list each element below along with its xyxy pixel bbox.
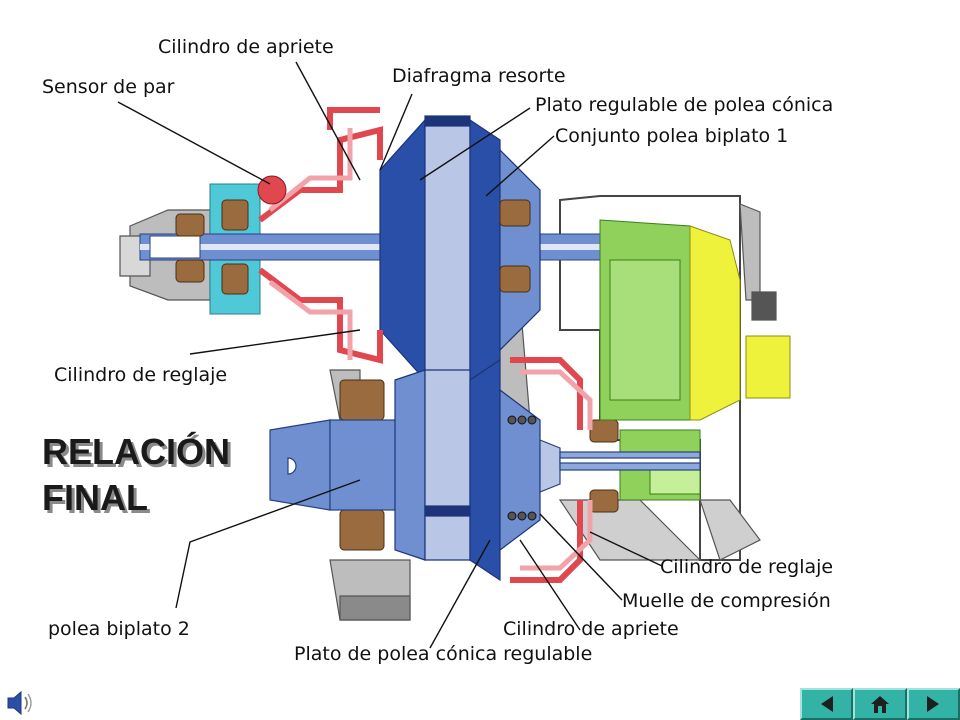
label-polea-biplato-2: polea biplato 2	[48, 618, 190, 640]
label-plato-polea-conica: Plato de polea cónica regulable	[294, 643, 593, 665]
label-cilindro-reglaje-left: Cilindro de reglaje	[54, 364, 228, 386]
leader-lines	[117, 61, 663, 649]
label-cilindro-apriete-top: Cilindro de apriete	[158, 36, 334, 58]
yellow-housing	[689, 225, 791, 421]
next-arrow-icon	[927, 696, 940, 712]
label-cilindro-apriete-bottom: Cilindro de apriete	[503, 618, 679, 640]
hydraulic-cylinder-top-light	[268, 128, 353, 360]
home-icon	[870, 696, 889, 713]
torque-sensor-part	[257, 175, 287, 205]
nav-bar	[800, 688, 960, 720]
bearings	[175, 199, 619, 551]
green-gear-block	[599, 219, 701, 501]
title-line-1: RELACIÓN	[42, 431, 230, 472]
hydraulic-cylinder-bottom-light	[520, 369, 593, 571]
label-diafragma-resorte: Diafragma resorte	[392, 65, 566, 87]
label-conjunto-polea: Conjunto polea biplato 1	[555, 125, 789, 147]
compression-spring	[507, 415, 537, 521]
next-button[interactable]	[906, 688, 960, 720]
lower-pulley	[394, 358, 541, 582]
prev-button[interactable]	[800, 688, 854, 720]
speaker-icon[interactable]	[4, 686, 38, 720]
label-muelle-compresion: Muelle de compresión	[622, 590, 831, 612]
home-button[interactable]	[853, 688, 907, 720]
label-sensor-par: Sensor de par	[42, 76, 175, 98]
hydraulic-cylinder-bottom	[510, 357, 583, 583]
title-line-2: FINAL	[42, 477, 148, 518]
label-plato-regulable: Plato regulable de polea cónica	[535, 94, 834, 116]
prev-arrow-icon	[820, 696, 833, 712]
label-cilindro-reglaje-right: Cilindro de reglaje	[660, 556, 834, 578]
